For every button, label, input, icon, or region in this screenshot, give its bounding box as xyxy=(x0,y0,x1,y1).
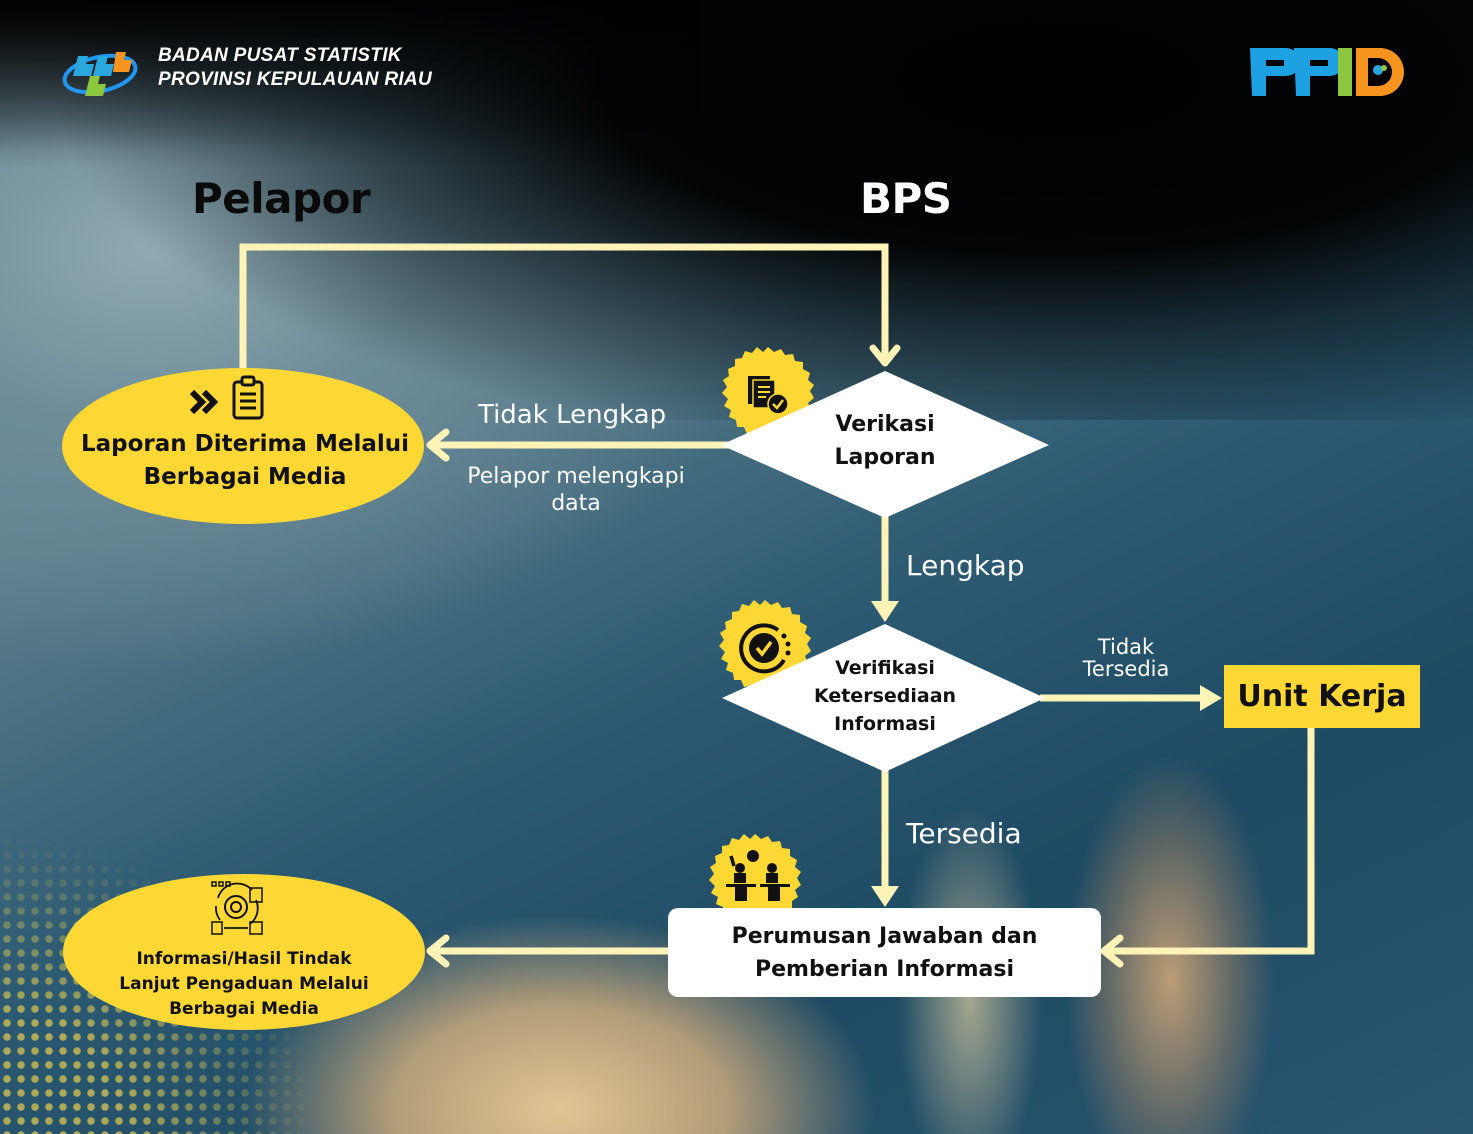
node-label-line: Laporan xyxy=(834,445,936,470)
arrowhead-into-verikasi xyxy=(869,344,901,367)
arrowhead-into-unit-kerja xyxy=(1200,685,1222,711)
column-title-pelapor: Pelapor xyxy=(192,174,371,223)
node-verikasi-shape xyxy=(721,371,1049,518)
node-label-line: Perumusan Jawaban dan xyxy=(731,923,1038,949)
document-check-icon xyxy=(748,376,789,415)
process-gear-icon xyxy=(211,881,263,935)
discussion-podium-icon xyxy=(726,850,790,901)
progress-check-icon xyxy=(739,623,791,674)
arrowhead-into-informasi xyxy=(426,934,450,968)
node-label-line: Berbagai Media xyxy=(143,464,347,490)
column-title-bps: BPS xyxy=(860,174,952,223)
node-label-line: Verikasi xyxy=(835,412,935,437)
node-verifikasi-label: Verifikasi Ketersediaan Informasi xyxy=(780,654,990,738)
org-line-1: BADAN PUSAT STATISTIK xyxy=(158,45,402,66)
node-verifikasi-shape xyxy=(722,624,1045,772)
node-verikasi-label: Verikasi Laporan xyxy=(790,408,980,474)
arrowhead-into-perumusan xyxy=(871,886,899,907)
organization-name: BADAN PUSAT STATISTIK PROVINSI KEPULAUAN… xyxy=(158,44,432,92)
bps-logo-icon xyxy=(62,52,138,96)
edge-label-lengkap: Lengkap xyxy=(906,549,1025,582)
org-line-2: PROVINSI KEPULAUAN RIAU xyxy=(158,69,432,90)
edge-label-line: Pelapor melengkapi xyxy=(467,464,685,489)
edge-label-line: Tersedia xyxy=(1082,657,1170,681)
edge-unit-kerja-to-perumusan xyxy=(1108,728,1315,955)
edge-label-pelapor-melengkapi: Pelapor melengkapi data xyxy=(448,463,704,517)
node-label-line: Informasi/Hasil Tindak xyxy=(136,949,352,969)
arrowhead-into-laporan xyxy=(426,428,450,462)
edge-label-tersedia: Tersedia xyxy=(906,817,1022,850)
edge-label-line: data xyxy=(551,491,601,516)
node-informasi-label: Informasi/Hasil Tindak Lanjut Pengaduan … xyxy=(96,947,392,1022)
node-unit-kerja: Unit Kerja xyxy=(1224,665,1420,728)
node-informasi-shape xyxy=(63,874,425,1030)
background-shade-left xyxy=(0,0,700,150)
node-label-line: Ketersediaan xyxy=(813,685,957,707)
node-laporan-label: Laporan Diterima Melalui Berbagai Media xyxy=(70,428,420,494)
node-laporan-shape xyxy=(62,368,424,524)
node-label-line: Pemberian Informasi xyxy=(755,956,1014,982)
edge-laporan-to-verikasi xyxy=(239,243,889,368)
ppid-logo-icon xyxy=(1250,48,1404,96)
node-label-line: Lanjut Pengaduan Melalui xyxy=(119,974,369,994)
node-unit-kerja-label: Unit Kerja xyxy=(1237,679,1407,714)
arrowhead-into-perumusan-right xyxy=(1100,934,1124,968)
node-label-line: Informasi xyxy=(834,713,936,735)
edge-label-line: Tidak xyxy=(1097,635,1155,659)
edge-label-tidak-tersedia: Tidak Tersedia xyxy=(1068,636,1184,680)
node-label-line: Berbagai Media xyxy=(169,999,319,1019)
arrowhead-into-verifikasi xyxy=(871,601,899,622)
edge-label-tidak-lengkap: Tidak Lengkap xyxy=(478,400,667,430)
clipboard-forward-icon xyxy=(189,375,264,420)
node-label-line: Verifikasi xyxy=(835,657,935,679)
node-label-line: Laporan Diterima Melalui xyxy=(80,431,409,457)
node-perumusan: Perumusan Jawaban dan Pemberian Informas… xyxy=(668,908,1101,997)
